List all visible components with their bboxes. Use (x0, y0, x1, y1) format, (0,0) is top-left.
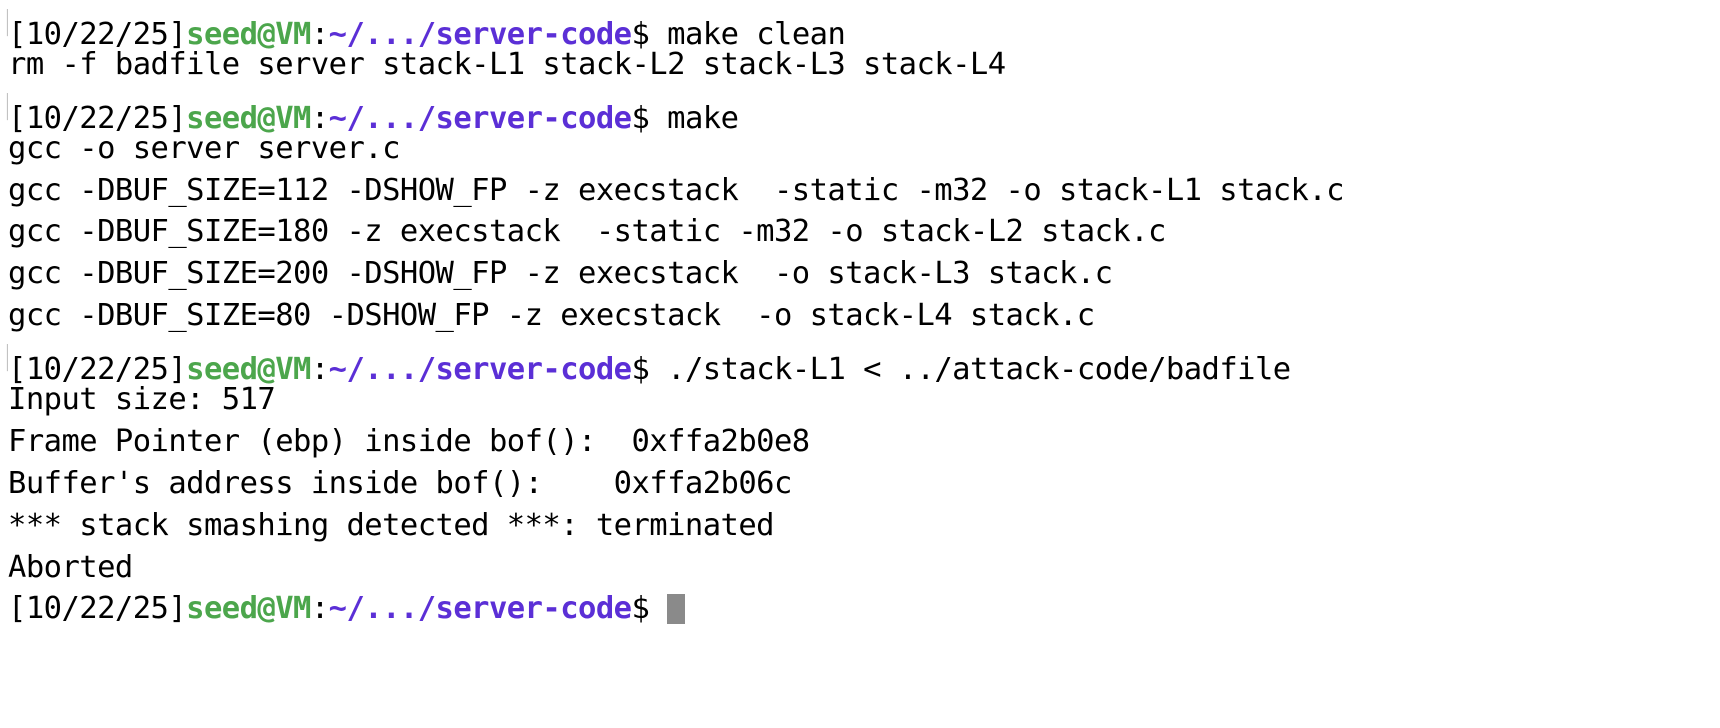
prompt-date: [10/22/25] (8, 352, 187, 388)
terminal-line: gcc -DBUF_SIZE=112 -DSHOW_FP -z execstac… (0, 170, 1720, 212)
prompt-sigil: $ (631, 16, 668, 52)
prompt-date: [10/22/25] (8, 591, 187, 627)
terminal-line: gcc -DBUF_SIZE=80 -DSHOW_FP -z execstack… (0, 295, 1720, 337)
terminal-line: Buffer's address inside bof(): 0xffa2b06… (0, 463, 1720, 505)
terminal-prompt-line: [10/22/25]seed@VM:~/.../server-code$ (0, 588, 1720, 630)
prompt-sigil: $ (631, 100, 668, 136)
prompt-path: ~/.../server-code (328, 591, 632, 627)
prompt-colon: : (310, 352, 329, 388)
terminal-command-text: make (667, 100, 739, 136)
terminal-cursor[interactable] (667, 594, 686, 625)
terminal-line: Frame Pointer (ebp) inside bof(): 0xffa2… (0, 421, 1720, 463)
terminal-line: *** stack smashing detected ***: termina… (0, 505, 1720, 547)
terminal-output-text: gcc -DBUF_SIZE=80 -DSHOW_FP -z execstack… (8, 298, 1095, 334)
terminal-line: gcc -DBUF_SIZE=180 -z execstack -static … (0, 211, 1720, 253)
prompt-user-host: seed@VM (186, 352, 311, 388)
prompt-path: ~/.../server-code (328, 16, 632, 52)
terminal-line: gcc -DBUF_SIZE=200 -DSHOW_FP -z execstac… (0, 253, 1720, 295)
terminal-output-text: gcc -o server server.c (8, 130, 400, 166)
terminal-output-text: gcc -DBUF_SIZE=112 -DSHOW_FP -z execstac… (8, 172, 1345, 208)
clipped-bracket-glyph: [ (0, 86, 8, 128)
terminal-output-text: Buffer's address inside bof(): 0xffa2b06… (8, 465, 792, 501)
terminal-output-text: rm -f badfile server stack-L1 stack-L2 s… (8, 46, 1006, 82)
clipped-bracket-glyph: [ (0, 337, 8, 379)
terminal-output-text: gcc -DBUF_SIZE=180 -z execstack -static … (8, 214, 1166, 250)
terminal-output-text: Frame Pointer (ebp) inside bof(): 0xffa2… (8, 423, 810, 459)
prompt-date: [10/22/25] (8, 16, 187, 52)
terminal-command-text: ./stack-L1 < ../attack-code/badfile (667, 352, 1291, 388)
prompt-user-host: seed@VM (186, 16, 311, 52)
prompt-date: [10/22/25] (8, 100, 187, 136)
prompt-sigil: $ (631, 352, 668, 388)
terminal-command-text: make clean (667, 16, 846, 52)
prompt-colon: : (310, 591, 329, 627)
terminal-line: rm -f badfile server stack-L1 stack-L2 s… (0, 44, 1720, 86)
terminal-output-text: Input size: 517 (8, 382, 276, 418)
prompt-path: ~/.../server-code (328, 352, 632, 388)
terminal-prompt-line: [[10/22/25]seed@VM:~/.../server-code$ ma… (0, 0, 1720, 52)
terminal-prompt-line: [[10/22/25]seed@VM:~/.../server-code$ ma… (0, 86, 1720, 136)
terminal-line: Aborted (0, 547, 1720, 589)
prompt-sigil: $ (631, 591, 668, 627)
clipped-bracket-glyph: [ (0, 2, 8, 44)
terminal-output-text: gcc -DBUF_SIZE=200 -DSHOW_FP -z execstac… (8, 256, 1113, 292)
terminal-output-text: *** stack smashing detected ***: termina… (8, 507, 775, 543)
terminal-line: gcc -o server server.c (0, 128, 1720, 170)
prompt-colon: : (310, 100, 329, 136)
prompt-colon: : (310, 16, 329, 52)
terminal-prompt-line: [[10/22/25]seed@VM:~/.../server-code$ ./… (0, 337, 1720, 387)
prompt-path: ~/.../server-code (328, 100, 632, 136)
terminal-line: Input size: 517 (0, 379, 1720, 421)
prompt-user-host: seed@VM (186, 591, 311, 627)
prompt-user-host: seed@VM (186, 100, 311, 136)
terminal-output-text: Aborted (8, 549, 133, 585)
